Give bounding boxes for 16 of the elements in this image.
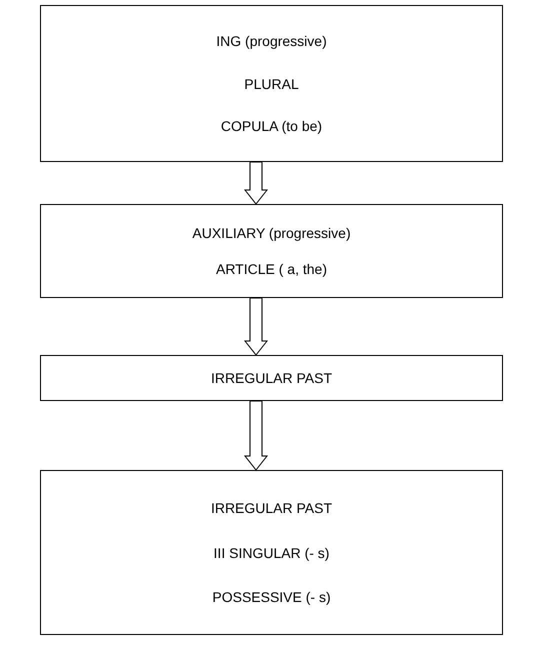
label-text: COPULA (to be): [220, 118, 322, 134]
text-box: [40, 5, 503, 162]
label-text: IRREGULAR PAST: [210, 500, 332, 516]
block-arrow: [244, 400, 268, 471]
label-text: III SINGULAR (- s): [214, 544, 330, 560]
block-arrow: [244, 162, 268, 205]
label-text: ING (progressive): [216, 32, 327, 49]
block-arrow: [244, 298, 268, 356]
label-text: PLURAL: [244, 76, 299, 92]
label-text: IRREGULAR PAST: [210, 370, 332, 386]
label-text: ARTICLE ( a, the): [216, 261, 327, 277]
text-box: [40, 470, 503, 635]
label-text: AUXILIARY (progressive): [192, 225, 351, 241]
label-text: POSSESSIVE (- s): [212, 589, 331, 606]
text-box: [40, 355, 503, 401]
text-box: [40, 204, 503, 298]
